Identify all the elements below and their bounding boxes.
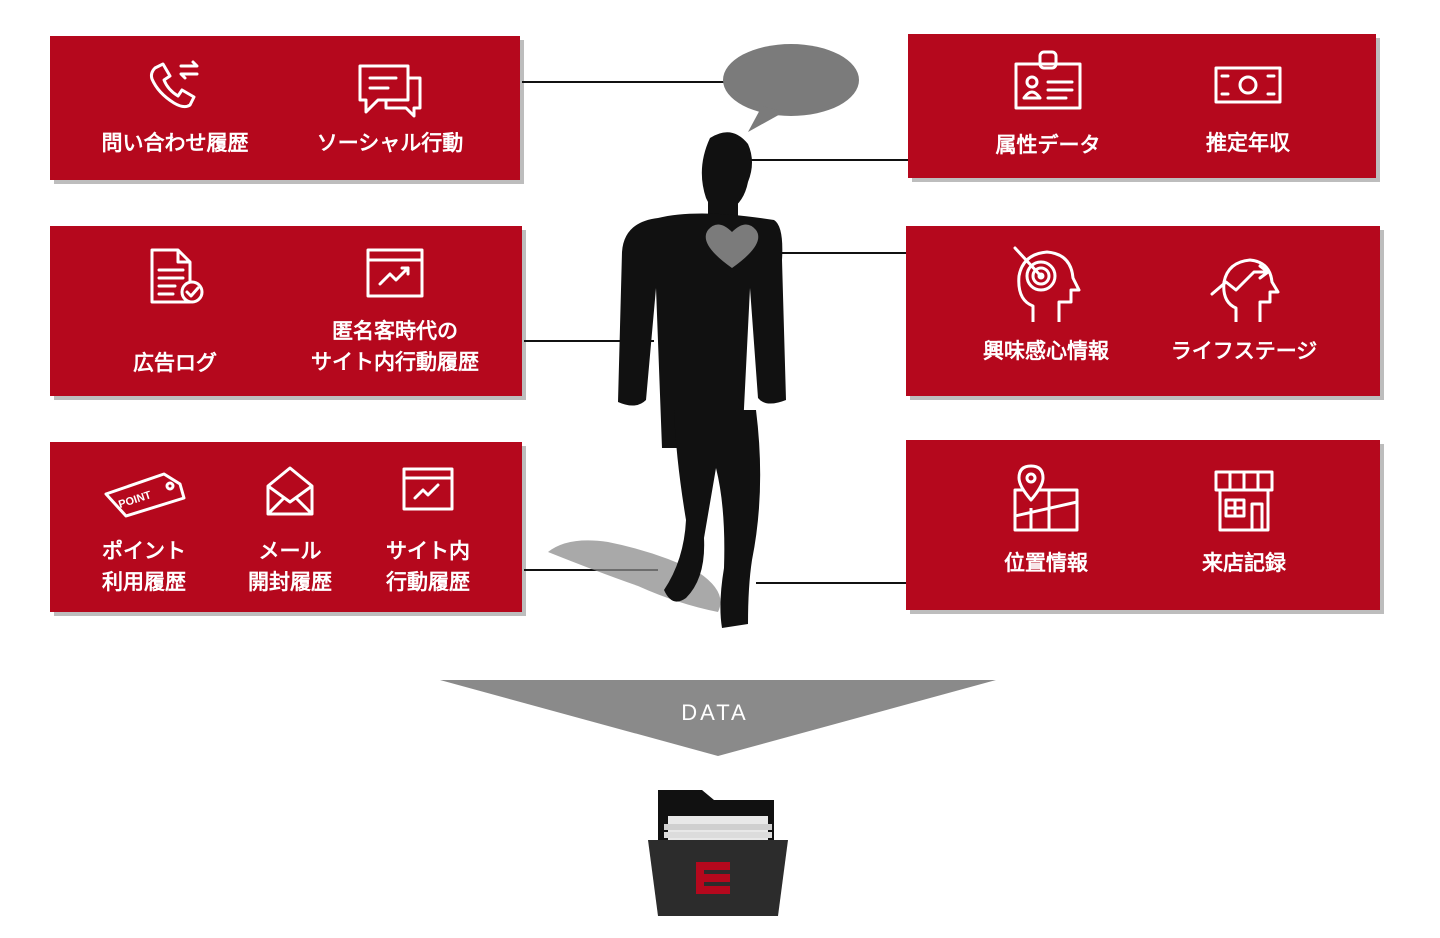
envelope-icon	[264, 464, 316, 518]
item-label: ライフステージ	[1171, 336, 1318, 367]
item-label-line2: 開封履歴	[248, 567, 332, 598]
panel-middle-right: 興味感心情報 ライフステージ	[906, 226, 1380, 396]
item-label-line2: 行動履歴	[386, 567, 470, 598]
item-anonymous-site-behavior: 匿名客時代の サイト内行動履歴	[280, 246, 510, 378]
item-label: 来店記録	[1202, 548, 1286, 579]
item-label: 問い合わせ履歴	[102, 128, 249, 159]
browser-chart-icon	[364, 246, 426, 302]
item-label: 位置情報	[1004, 548, 1088, 579]
item-mail-open: メール 開封履歴	[210, 464, 370, 598]
item-store-visit: 来店記録	[1134, 468, 1354, 579]
item-interest-info: 興味感心情報	[936, 242, 1156, 367]
point-tag-icon: POINT	[102, 464, 186, 520]
walking-person-silhouette	[540, 120, 800, 644]
head-growth-icon	[1208, 254, 1280, 324]
item-point-usage: POINT ポイント 利用履歴	[64, 464, 224, 598]
item-site-behavior: サイト内 行動履歴	[348, 466, 508, 598]
item-label-line2: 利用履歴	[102, 567, 186, 598]
item-ad-log: 広告ログ	[70, 246, 280, 379]
panel-bottom-right: 位置情報 来店記録	[906, 440, 1380, 610]
item-inquiry-history: 問い合わせ履歴	[70, 56, 280, 159]
storefront-icon	[1212, 468, 1276, 534]
panel-top-right: 属性データ 推定年収	[908, 34, 1376, 178]
item-label-line2: サイト内行動履歴	[311, 347, 479, 378]
panel-bottom-left: POINT ポイント 利用履歴 メール 開封履歴 サイト内 行動履歴	[50, 442, 522, 612]
item-estimated-income: 推定年収	[1138, 64, 1358, 159]
item-label-line1: ポイント	[102, 536, 186, 567]
panel-top-left: 問い合わせ履歴 ソーシャル行動	[50, 36, 520, 180]
brand-logo-icon	[696, 862, 730, 894]
map-pin-icon	[1009, 462, 1083, 534]
item-attribute-data: 属性データ	[938, 48, 1158, 161]
browser-chart-icon	[401, 466, 455, 514]
item-label: 興味感心情報	[983, 336, 1109, 367]
folder-icon	[648, 790, 788, 924]
item-life-stage: ライフステージ	[1134, 254, 1354, 367]
connector-top-left	[522, 81, 726, 83]
item-label: 属性データ	[996, 130, 1101, 161]
id-badge-icon	[1012, 48, 1084, 112]
document-check-icon	[144, 246, 206, 310]
head-target-icon	[1011, 242, 1081, 326]
banknote-icon	[1212, 64, 1284, 106]
item-label-line1: メール	[259, 536, 322, 567]
item-label: 広告ログ	[133, 348, 217, 379]
item-social-behavior: ソーシャル行動	[285, 56, 495, 159]
chat-bubble-icon	[356, 56, 424, 118]
panel-middle-left: 広告ログ 匿名客時代の サイト内行動履歴	[50, 226, 522, 396]
item-label: ソーシャル行動	[317, 128, 464, 159]
speech-bubble	[722, 44, 860, 122]
item-label-line1: サイト内	[386, 536, 470, 567]
item-location-info: 位置情報	[936, 462, 1156, 579]
phone-transfer-icon	[145, 56, 205, 116]
data-arrow-label: DATA	[640, 700, 790, 726]
item-label: 推定年収	[1206, 128, 1290, 159]
item-label-line1: 匿名客時代の	[332, 316, 458, 347]
